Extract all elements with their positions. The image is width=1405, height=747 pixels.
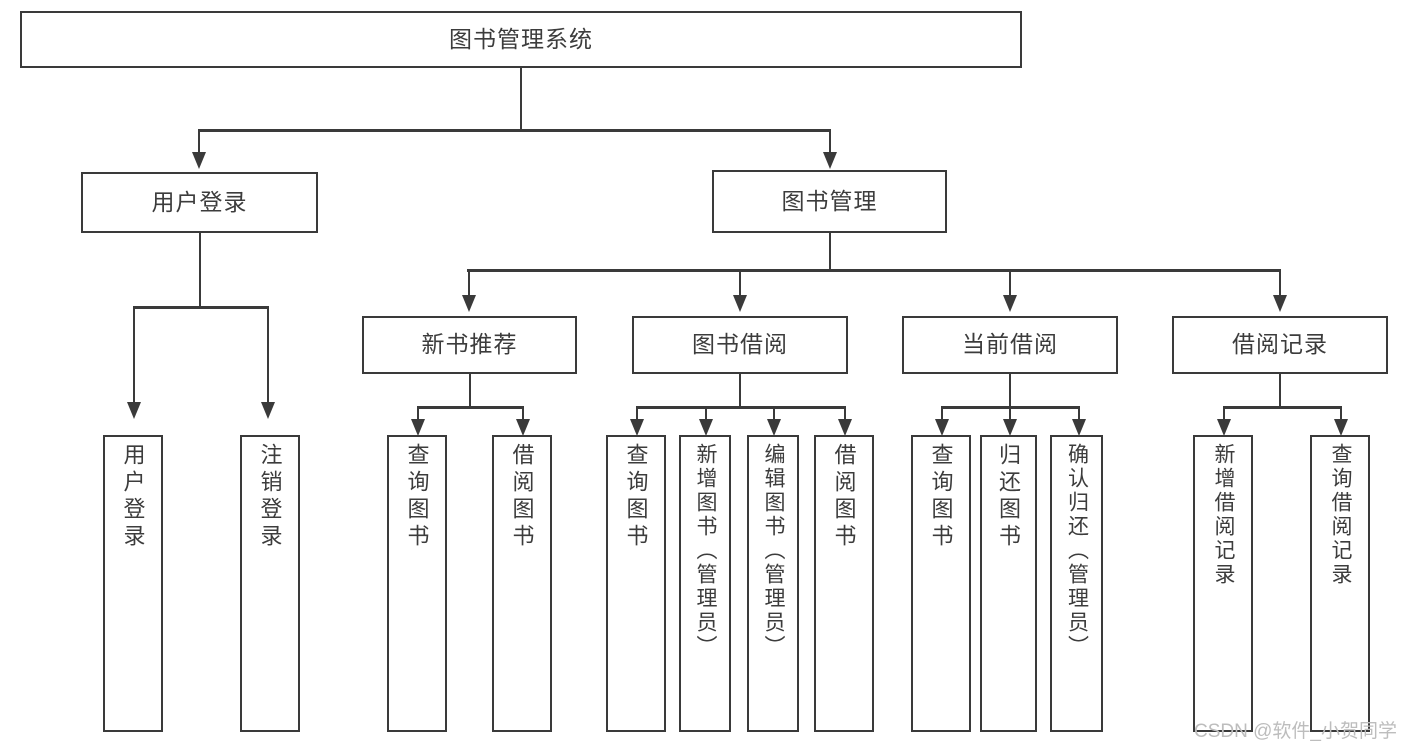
connector-root-bus <box>198 129 830 132</box>
connector-bookborrow-trunk <box>738 374 742 408</box>
leaf-currentborrow-query-book[interactable]: 查询图书 <box>911 435 971 732</box>
node-label: 注销登录 <box>257 443 283 551</box>
arrowhead-leaf-logout <box>261 402 275 419</box>
connector-bookborrow-to-leaf-4 <box>843 406 847 421</box>
node-label: 查询借阅记录 <box>1329 443 1353 587</box>
leaf-borrowrecord-query-record[interactable]: 查询借阅记录 <box>1310 435 1370 732</box>
node-label: 借阅图书 <box>509 443 535 551</box>
connector-borrowrecord-bus <box>1223 406 1340 409</box>
arrowhead-currentborrow-leaf-1 <box>935 419 949 436</box>
node-new-book-recommend[interactable]: 新书推荐 <box>362 316 577 374</box>
node-label: 用户登录 <box>120 443 146 551</box>
connector-newbook-to-leaf-2 <box>521 406 525 421</box>
arrowhead-bookborrow-leaf-3 <box>767 419 781 436</box>
node-label: 图书管理系统 <box>449 25 593 52</box>
node-user-login[interactable]: 用户登录 <box>81 172 318 233</box>
connector-bookborrow-to-leaf-1 <box>635 406 639 421</box>
connector-bm-to-book-borrow <box>738 269 742 297</box>
arrowhead-borrow-record <box>1273 295 1287 312</box>
connector-book-management-trunk <box>828 233 832 271</box>
connector-bm-to-borrow-record <box>1278 269 1282 297</box>
connector-bookborrow-to-leaf-2 <box>704 406 708 421</box>
node-label: 查询图书 <box>623 443 649 551</box>
node-label: 借阅记录 <box>1232 331 1328 358</box>
connector-borrowrecord-to-leaf-2 <box>1339 406 1343 421</box>
arrowhead-currentborrow-leaf-3 <box>1072 419 1086 436</box>
node-book-borrow[interactable]: 图书借阅 <box>632 316 848 374</box>
arrowhead-new-book-recommend <box>462 295 476 312</box>
node-label: 借阅图书 <box>831 443 857 551</box>
arrowhead-newbook-leaf-2 <box>516 419 530 436</box>
node-label: 编辑图书（管理员） <box>762 443 786 659</box>
connector-currentborrow-trunk <box>1008 374 1012 408</box>
connector-bm-to-current-borrow <box>1008 269 1012 297</box>
connector-newbook-bus <box>417 406 522 409</box>
connector-book-management-bus <box>467 269 1281 272</box>
node-borrow-record[interactable]: 借阅记录 <box>1172 316 1388 374</box>
arrowhead-book-borrow <box>733 295 747 312</box>
node-label: 新增图书（管理员） <box>694 443 718 659</box>
leaf-currentborrow-confirm-return-admin[interactable]: 确认归还（管理员） <box>1050 435 1103 732</box>
connector-user-login-bus <box>133 306 267 309</box>
connector-user-login-trunk <box>198 233 202 308</box>
leaf-logout[interactable]: 注销登录 <box>240 435 300 732</box>
leaf-newbook-query-book[interactable]: 查询图书 <box>387 435 447 732</box>
arrowhead-currentborrow-leaf-2 <box>1003 419 1017 436</box>
connector-newbook-trunk <box>468 374 472 408</box>
node-label: 查询图书 <box>404 443 430 551</box>
leaf-bookborrow-add-book-admin[interactable]: 新增图书（管理员） <box>679 435 731 732</box>
arrowhead-borrowrecord-leaf-2 <box>1334 419 1348 436</box>
arrowhead-bookborrow-leaf-1 <box>630 419 644 436</box>
node-label: 新增借阅记录 <box>1212 443 1236 587</box>
connector-bookborrow-to-leaf-3 <box>772 406 776 421</box>
connector-user-login-to-leaf-2 <box>266 306 270 404</box>
node-label: 用户登录 <box>151 188 248 215</box>
leaf-user-login[interactable]: 用户登录 <box>103 435 163 732</box>
connector-bookborrow-bus <box>636 406 845 409</box>
node-book-management[interactable]: 图书管理 <box>712 170 947 233</box>
arrowhead-current-borrow <box>1003 295 1017 312</box>
connector-bm-to-new-book <box>467 269 471 297</box>
node-label: 图书借阅 <box>692 331 788 358</box>
connector-currentborrow-to-leaf-2 <box>1008 406 1012 421</box>
node-root-book-management-system[interactable]: 图书管理系统 <box>20 11 1022 68</box>
leaf-bookborrow-edit-book-admin[interactable]: 编辑图书（管理员） <box>747 435 799 732</box>
arrowhead-book-management <box>823 152 837 169</box>
connector-newbook-to-leaf-1 <box>416 406 420 421</box>
connector-borrowrecord-to-leaf-1 <box>1222 406 1226 421</box>
connector-root-to-user-login <box>197 129 201 154</box>
leaf-borrowrecord-add-record[interactable]: 新增借阅记录 <box>1193 435 1253 732</box>
arrowhead-user-login <box>192 152 206 169</box>
arrowhead-bookborrow-leaf-2 <box>699 419 713 436</box>
node-current-borrow[interactable]: 当前借阅 <box>902 316 1118 374</box>
arrowhead-bookborrow-leaf-4 <box>838 419 852 436</box>
connector-root-trunk <box>519 68 523 130</box>
leaf-bookborrow-borrow-book[interactable]: 借阅图书 <box>814 435 874 732</box>
leaf-currentborrow-return-book[interactable]: 归还图书 <box>980 435 1037 732</box>
node-label: 归还图书 <box>996 443 1022 551</box>
node-label: 确认归还（管理员） <box>1065 443 1089 659</box>
arrowhead-borrowrecord-leaf-1 <box>1217 419 1231 436</box>
connector-root-to-book-management <box>828 129 832 154</box>
connector-user-login-to-leaf-1 <box>132 306 136 404</box>
node-label: 图书管理 <box>781 187 878 214</box>
leaf-newbook-borrow-book[interactable]: 借阅图书 <box>492 435 552 732</box>
connector-currentborrow-to-leaf-3 <box>1077 406 1081 421</box>
node-label: 新书推荐 <box>421 331 518 358</box>
arrowhead-newbook-leaf-1 <box>411 419 425 436</box>
connector-borrowrecord-trunk <box>1278 374 1282 408</box>
leaf-bookborrow-query-book[interactable]: 查询图书 <box>606 435 666 732</box>
node-label: 当前借阅 <box>962 331 1058 358</box>
arrowhead-leaf-user-login <box>127 402 141 419</box>
connector-currentborrow-to-leaf-1 <box>940 406 944 421</box>
node-label: 查询图书 <box>928 443 954 551</box>
